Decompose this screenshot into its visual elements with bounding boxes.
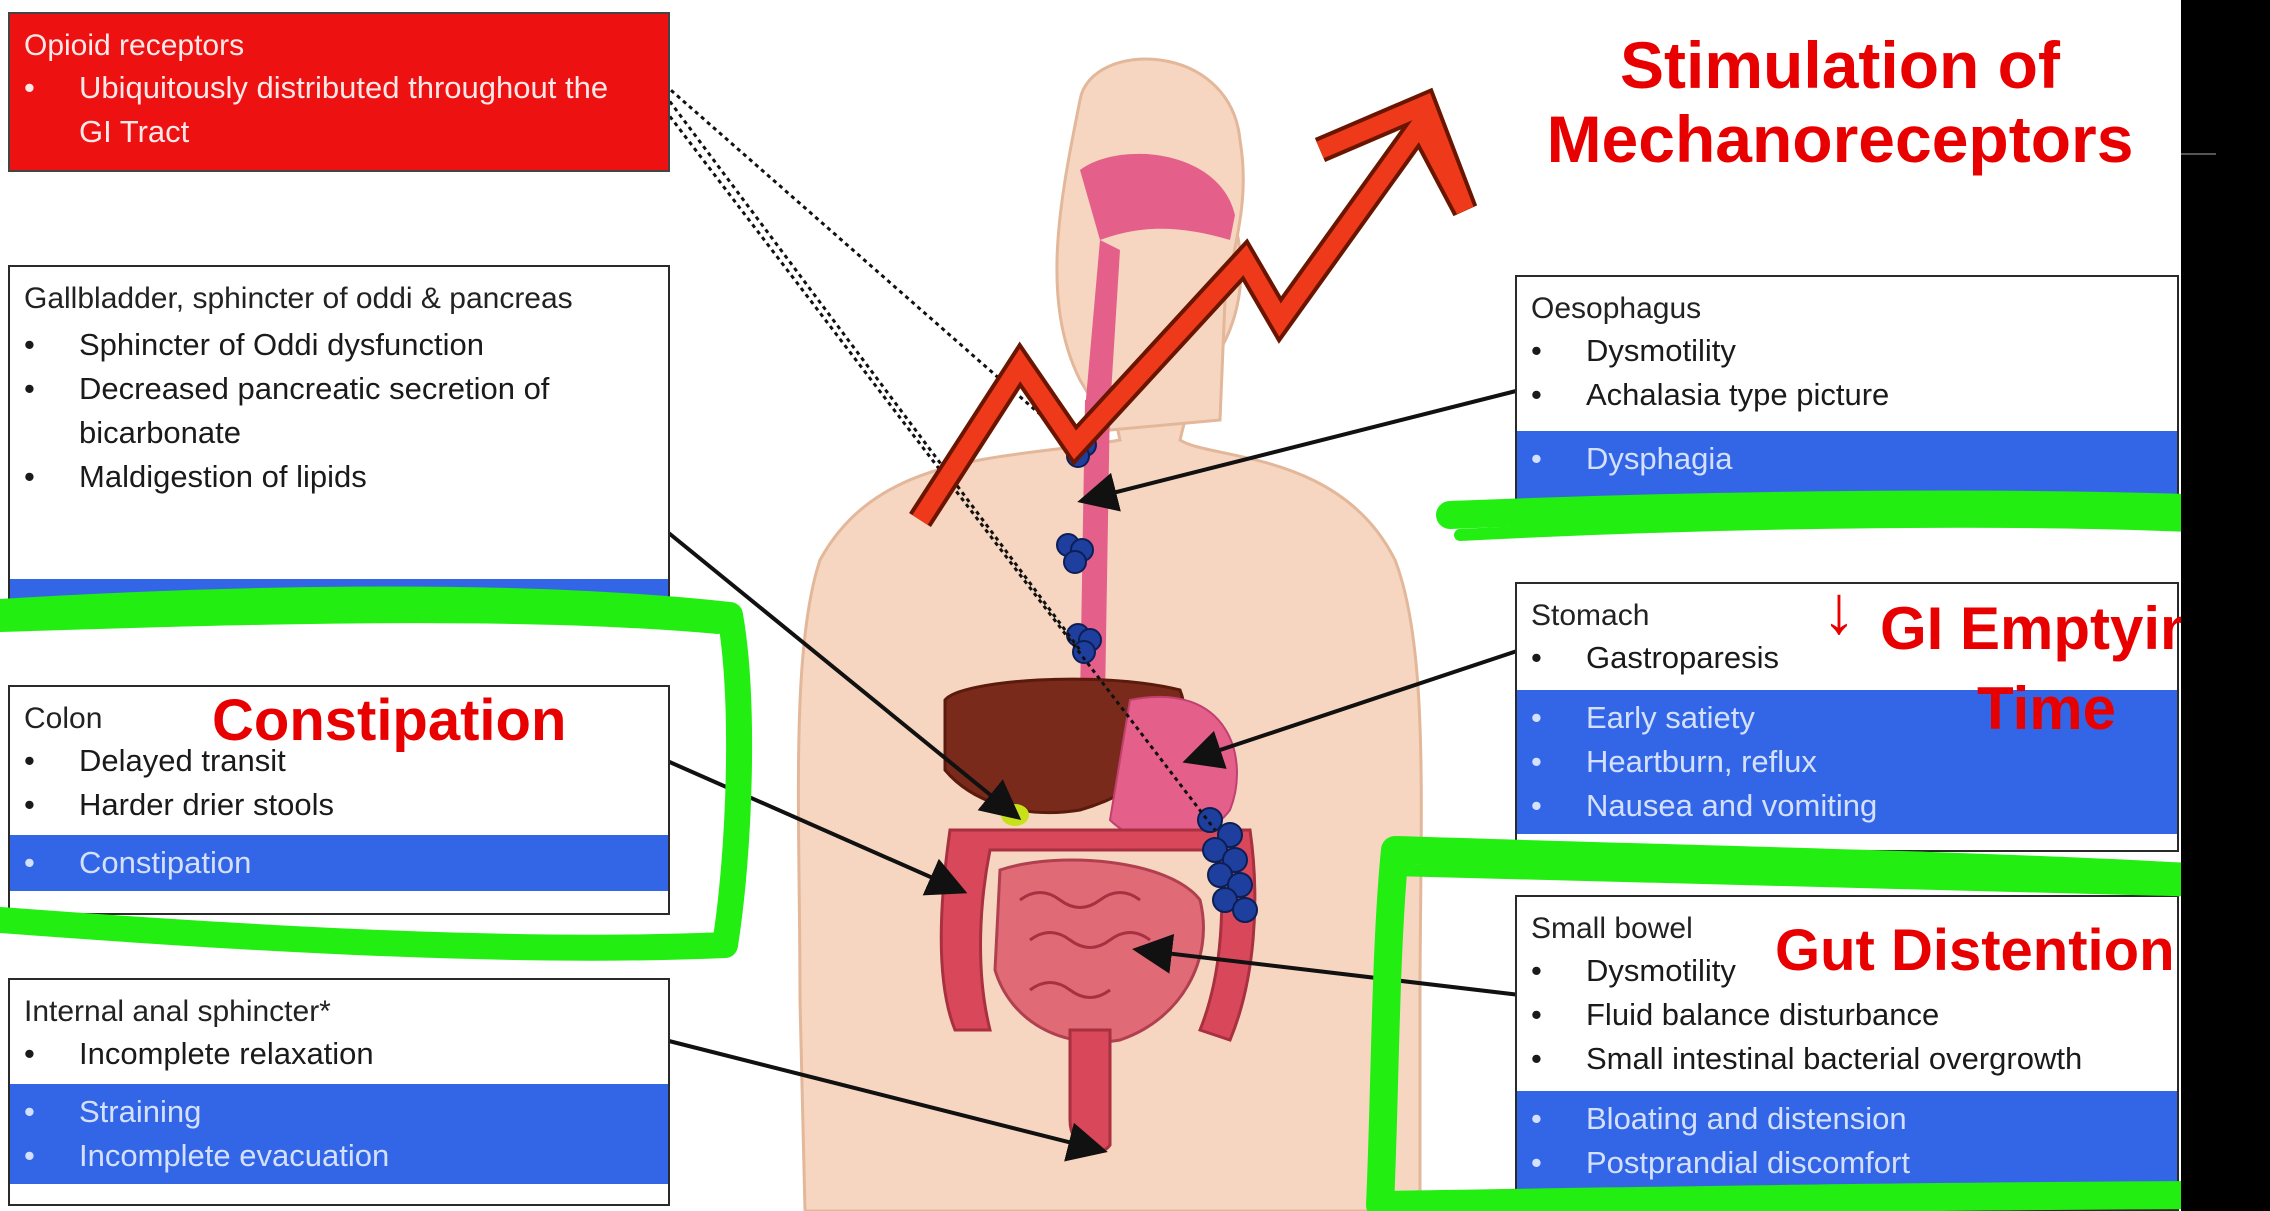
- annotation-gut-distention: Gut Distention: [1775, 918, 2175, 984]
- red-zigzag-arrow: [920, 105, 1465, 520]
- annotation-gi-emptying-line2: Time: [1977, 676, 2116, 742]
- annotation-gi-emptying-line1: GI Emptying: [1880, 596, 2181, 662]
- annotation-stimulation-line2: Mechanoreceptors: [1500, 102, 2180, 176]
- diagram-canvas: Opioid receptors Ubiquitously distribute…: [0, 0, 2181, 1211]
- right-edge-tick: [2181, 153, 2216, 155]
- annotation-constipation: Constipation: [212, 688, 566, 754]
- green-highlight-colon: [0, 600, 739, 948]
- annotation-stimulation-of-mechanoreceptors: Stimulation of Mechanoreceptors: [1500, 28, 2180, 176]
- annotation-stimulation-line1: Stimulation of: [1500, 28, 2180, 102]
- annotation-gi-emptying-down-arrow: ↓: [1822, 570, 1856, 650]
